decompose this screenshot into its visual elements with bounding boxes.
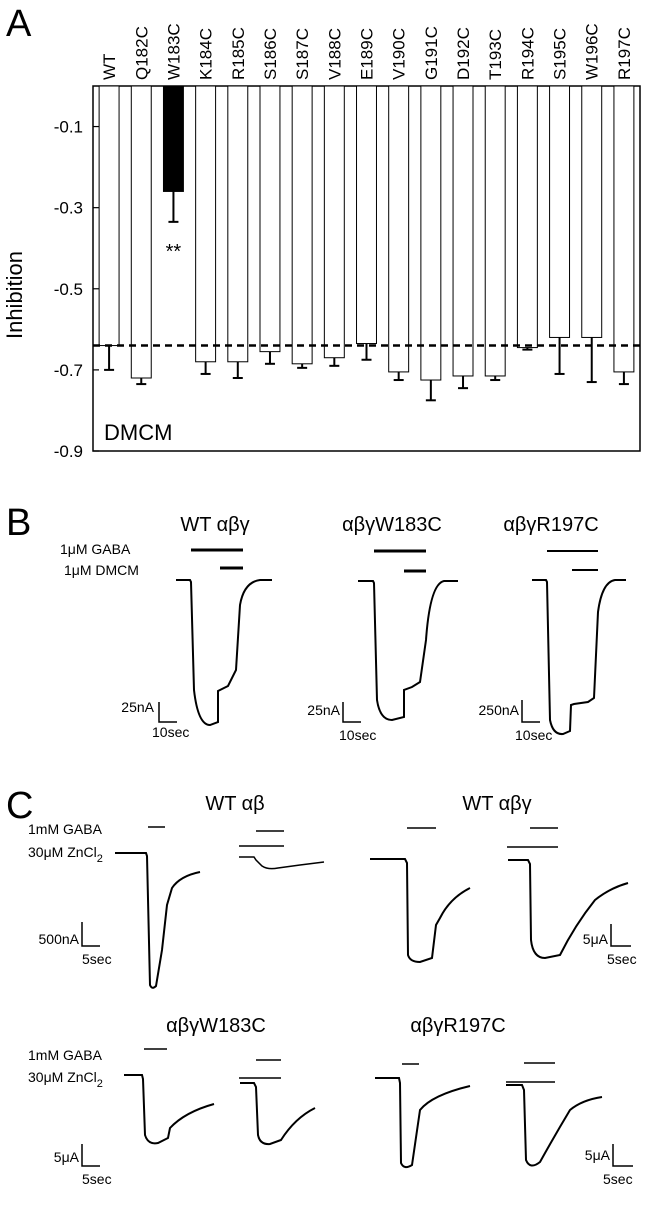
trace-title-b2: αβγW183C — [342, 514, 442, 536]
drug-label-dmcm: DMCM — [104, 420, 172, 445]
zncl-label-c1: 30μM ZnCl2 — [28, 844, 103, 865]
x-tick-label: D192C — [454, 27, 473, 80]
x-tick-label: V190C — [390, 28, 409, 80]
bar-q182c — [130, 85, 152, 379]
trace-title-c2: WT αβγ — [462, 793, 531, 815]
y-tick-label: -0.3 — [54, 199, 83, 218]
x-tick-label: W183C — [164, 23, 183, 80]
dmcm-label-b: 1μM DMCM — [64, 562, 139, 578]
bar-r197c — [613, 85, 635, 373]
scale-label-x-b3: 10sec — [515, 727, 552, 743]
scale-label-x-c3: 5sec — [82, 1171, 112, 1187]
current-trace — [124, 1074, 215, 1145]
current-trace — [115, 852, 201, 989]
bar-s187c — [291, 85, 313, 365]
bar-d192c — [452, 85, 474, 377]
trace-title-c4: αβγR197C — [410, 1015, 505, 1037]
trace-title-b1: WT αβγ — [180, 514, 249, 536]
bar-v188c — [323, 85, 345, 359]
scale-label-y-c2: 5μA — [583, 931, 609, 947]
y-tick-label: -0.1 — [54, 118, 83, 137]
scale-label-y-b3: 250nA — [479, 702, 520, 718]
trace-title-c3: αβγW183C — [166, 1015, 266, 1037]
scale-label-x-c2: 5sec — [607, 951, 637, 967]
scale-label-x-c1: 5sec — [82, 951, 112, 967]
current-trace — [375, 1077, 471, 1169]
x-tick-label: R197C — [615, 27, 634, 80]
current-trace — [508, 859, 629, 960]
bar-t193c — [484, 85, 506, 377]
scale-bars-c — [81, 922, 633, 1167]
bar-wt — [98, 85, 120, 347]
bar-s186c — [259, 85, 281, 353]
scale-label-y-c4: 5μA — [585, 1147, 611, 1163]
bar-g191c — [420, 85, 442, 381]
x-tick-label: K184C — [197, 28, 216, 80]
scale-bars-b — [158, 700, 540, 723]
bar-w196c — [581, 85, 603, 338]
bar-s195c — [549, 85, 571, 338]
current-trace — [506, 1084, 603, 1167]
current-trace — [239, 856, 325, 870]
x-tick-label: T193C — [486, 29, 505, 80]
panel-label-a: A — [6, 3, 32, 45]
bar-k184c — [195, 85, 217, 363]
scale-label-y-c1: 500nA — [39, 931, 80, 947]
gaba-label-c2: 1mM GABA — [28, 1047, 103, 1063]
current-trace — [358, 580, 458, 722]
panel-label-b: B — [6, 502, 31, 544]
gaba-label-c1: 1mM GABA — [28, 821, 103, 837]
x-tick-label: R194C — [518, 27, 537, 80]
bar-r185c — [227, 85, 249, 363]
significance-annotation: ** — [166, 241, 182, 263]
current-trace — [370, 858, 471, 964]
x-tick-label: R185C — [229, 27, 248, 80]
x-tick-label: WT — [100, 54, 119, 80]
x-tick-label: W196C — [583, 23, 602, 80]
panel-label-c: C — [6, 785, 33, 827]
x-tick-label: Q182C — [132, 26, 151, 80]
trace-group-b — [176, 548, 626, 736]
y-tick-label: -0.7 — [54, 361, 83, 380]
current-trace — [532, 579, 626, 736]
current-trace — [240, 1082, 316, 1146]
scale-label-y-b2: 25nA — [307, 702, 340, 718]
trace-title-c1: WT αβ — [205, 793, 264, 815]
zncl-label-c2: 30μM ZnCl2 — [28, 1069, 103, 1090]
gaba-label-b: 1μM GABA — [60, 541, 131, 557]
x-tick-label: S195C — [551, 28, 570, 80]
y-axis-label: Inhibition — [2, 251, 27, 339]
bar-w183c — [162, 85, 184, 192]
x-tick-label: S186C — [261, 28, 280, 80]
scale-label-x-c4: 5sec — [603, 1171, 633, 1187]
x-tick-label: S187C — [293, 28, 312, 80]
bar-v190c — [388, 85, 410, 373]
y-tick-label: -0.5 — [54, 280, 83, 299]
x-tick-label: G191C — [422, 26, 441, 80]
bar-chart: WT Q182C W183C K184C R185C S186C S187C V188C E18… — [54, 23, 641, 461]
x-tick-label: E189C — [358, 28, 377, 80]
scale-label-y-b1: 25nA — [121, 699, 154, 715]
current-trace — [176, 579, 272, 727]
bar-e189c — [356, 85, 377, 345]
y-tick-label: -0.9 — [54, 442, 83, 461]
bar-r194c — [516, 85, 538, 349]
trace-title-b3: αβγR197C — [503, 514, 598, 536]
scale-label-x-b1: 10sec — [152, 724, 189, 740]
scale-label-x-b2: 10sec — [339, 727, 376, 743]
trace-group-c — [115, 826, 629, 1169]
x-tick-label: V188C — [325, 28, 344, 80]
scale-label-y-c3: 5μA — [54, 1149, 80, 1165]
